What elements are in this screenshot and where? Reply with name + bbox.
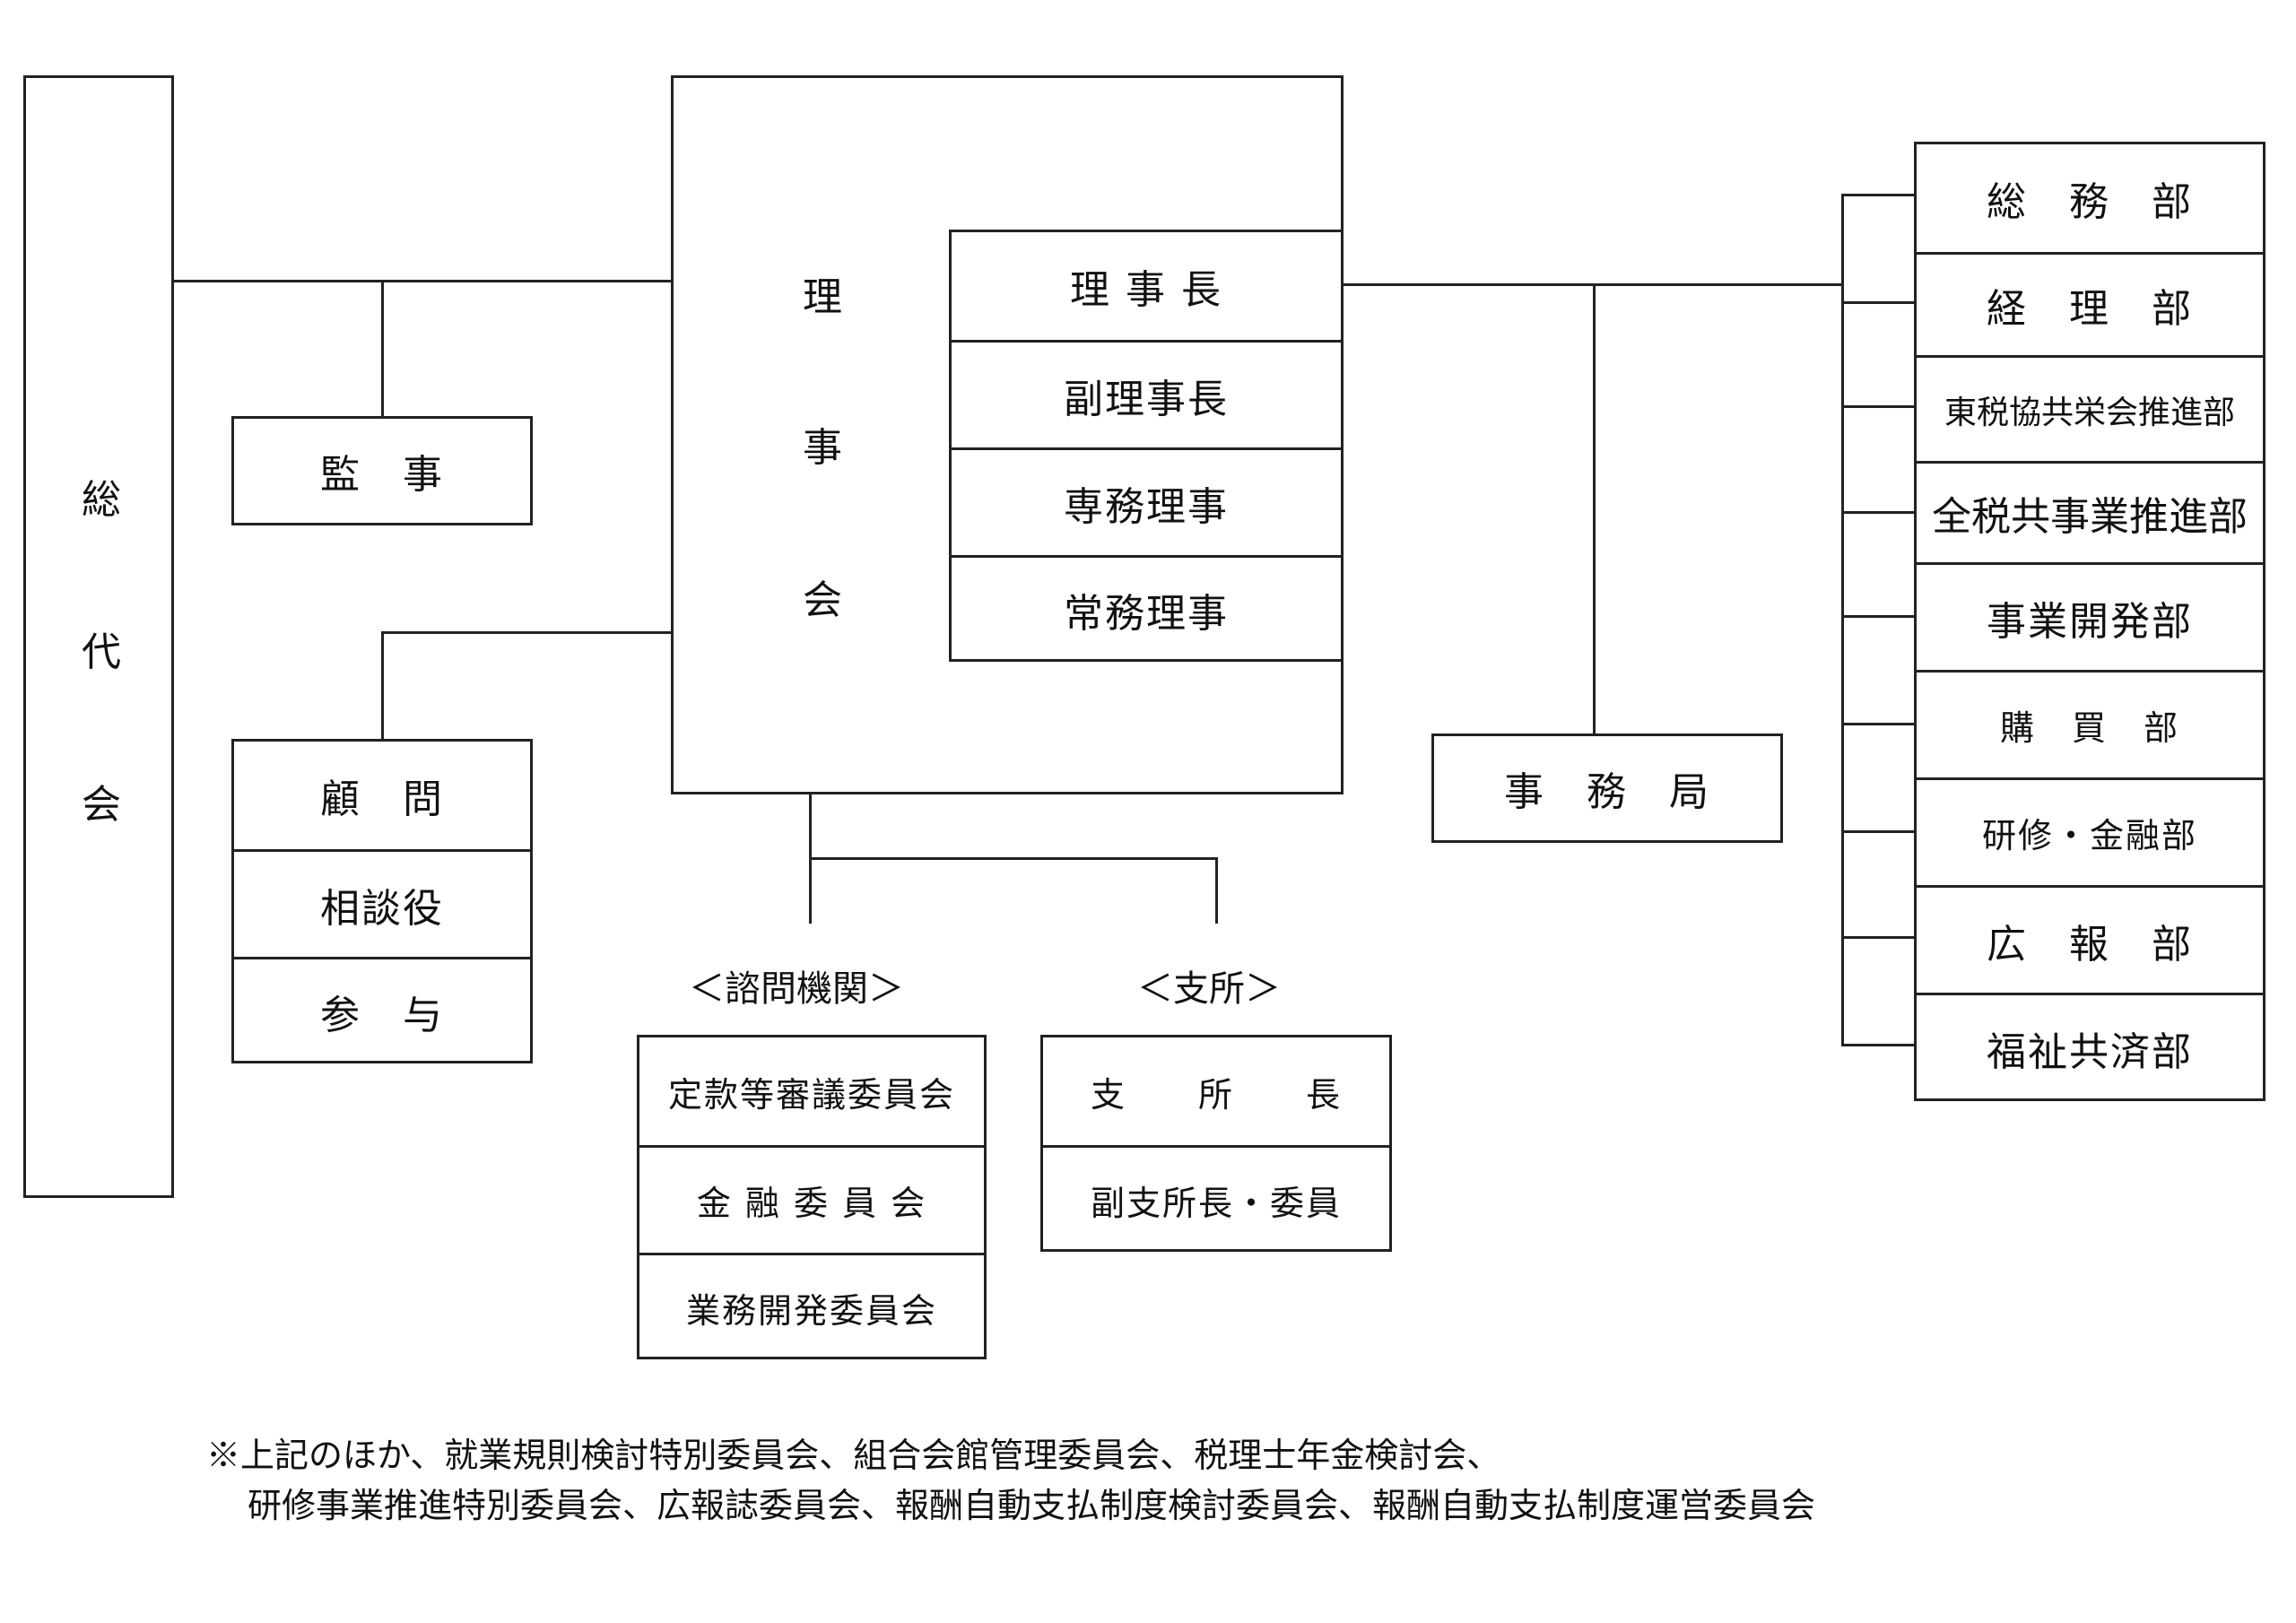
board-char-2: 事 xyxy=(803,425,842,471)
dept-tick xyxy=(1841,936,1915,939)
department-welfare: 福祉共済部 xyxy=(1917,993,2263,1101)
advisor-item: 顧 問 xyxy=(320,777,444,822)
dept-tick xyxy=(1841,615,1915,618)
dept-tick xyxy=(1841,723,1915,725)
board-char-1: 理 xyxy=(803,274,842,320)
connector-departments-bus xyxy=(1841,194,1844,1046)
connector-board-advisors-h xyxy=(381,631,673,634)
dept-tick xyxy=(1841,301,1915,304)
connector-bodies-h xyxy=(809,857,1218,860)
connector-board-advisors-v xyxy=(381,631,384,741)
connector-secretariat xyxy=(1593,283,1596,735)
department-general-affairs: 総 務 部 xyxy=(1987,179,2193,225)
officers-list: 理 事 長 副理事長 専務理事 常務理事 xyxy=(949,230,1344,662)
advisory-bodies-list: 定款等審議委員会 金 融 委 員 会 業務開発委員会 xyxy=(637,1035,987,1359)
advisory-body-item: 金 融 委 員 会 xyxy=(639,1145,984,1253)
connector-assembly-board xyxy=(174,280,673,282)
connector-auditor xyxy=(381,280,384,418)
department-training-finance: 研修・金融部 xyxy=(1917,777,2263,885)
board-char-3: 会 xyxy=(803,577,842,623)
general-assembly-char-3: 会 xyxy=(82,782,121,828)
branch-item: 副支所長・委員 xyxy=(1043,1145,1389,1252)
officer-chairman: 理 事 長 xyxy=(1070,267,1222,313)
counselor-item: 相談役 xyxy=(234,849,530,957)
dept-tick xyxy=(1841,194,1915,196)
dept-tick xyxy=(1841,405,1915,408)
departments-list: 総 務 部 経 理 部 東税協共栄会推進部 全税共事業推進部 事業開発部 購 買… xyxy=(1914,142,2266,1101)
advisory-body-item: 業務開発委員会 xyxy=(639,1253,984,1359)
branches-label: ＜支所＞ xyxy=(1137,968,1281,1010)
secretariat-label: 事 務 局 xyxy=(1504,769,1710,815)
dept-tick xyxy=(1841,1044,1915,1046)
footnote-line-2: 研修事業推進特別委員会、広報誌委員会、報酬自動支払制度検討委員会、報酬自動支払制… xyxy=(248,1486,1816,1525)
footnote-line-1: ※上記のほか、就業規則検討特別委員会、組合会館管理委員会、税理士年金検討会、 xyxy=(206,1436,1501,1475)
general-assembly-char-2: 代 xyxy=(82,629,121,675)
department-kyoeikai: 東税協共栄会推進部 xyxy=(1917,355,2263,461)
auditor-label: 監 事 xyxy=(320,452,444,498)
department-business-development: 事業開発部 xyxy=(1917,562,2263,670)
connector-branches-v xyxy=(1215,857,1218,924)
department-accounting: 経 理 部 xyxy=(1917,252,2263,355)
advisory-body-item: 定款等審議委員会 xyxy=(667,1074,955,1115)
officer-managing-director: 常務理事 xyxy=(952,555,1341,662)
general-assembly-char-1: 総 xyxy=(82,477,121,523)
dept-tick xyxy=(1841,830,1915,833)
general-assembly-box: 総 代 会 xyxy=(23,75,174,1198)
department-zenzeikyo: 全税共事業推進部 xyxy=(1917,461,2263,562)
secretariat-box: 事 務 局 xyxy=(1431,733,1783,843)
department-purchasing: 購 買 部 xyxy=(1917,670,2263,777)
branch-item: 支 所 長 xyxy=(1090,1074,1342,1115)
auditor-box: 監 事 xyxy=(231,416,533,525)
branches-list: 支 所 長 副支所長・委員 xyxy=(1040,1035,1392,1252)
advisors-list: 顧 問 相談役 参 与 xyxy=(231,739,533,1063)
councillor-item: 参 与 xyxy=(234,957,530,1063)
advisory-bodies-label: ＜諮問機関＞ xyxy=(689,968,904,1010)
officer-senior-managing-director: 専務理事 xyxy=(952,447,1341,555)
officer-vice-chairman: 副理事長 xyxy=(952,340,1341,447)
department-public-relations: 広 報 部 xyxy=(1917,885,2263,993)
dept-tick xyxy=(1841,511,1915,514)
